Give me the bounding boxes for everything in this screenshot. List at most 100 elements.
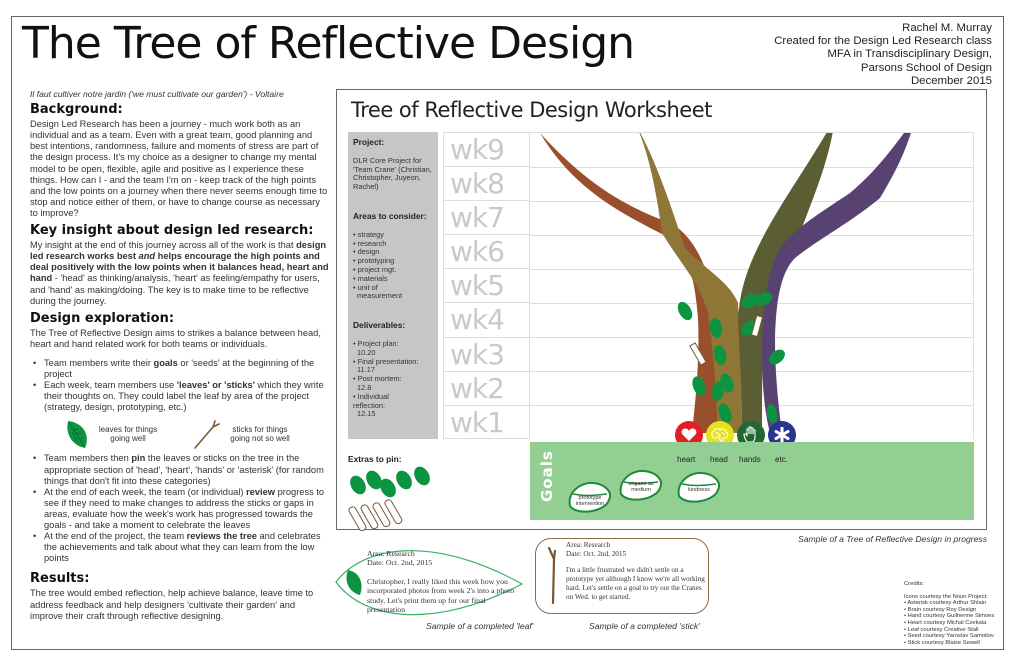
credit-item: • Leaf courtesy Creative Stall	[904, 626, 979, 633]
week-divider	[530, 201, 973, 202]
deliverable-item: 11.17	[357, 365, 375, 375]
deliverable-item: reflection:	[353, 400, 386, 410]
bullet-text: Team members then	[44, 453, 132, 464]
pinned-stick	[689, 342, 707, 366]
project-block: Project: DLR Core Project for 'Team Cran…	[353, 138, 433, 192]
insight-italic: and	[138, 251, 156, 262]
legend-stick: sticks for things going not so well	[193, 419, 295, 450]
heart-icon	[681, 428, 697, 441]
pinned-leaf	[711, 381, 725, 401]
areas-heading: Areas to consider:	[353, 210, 427, 221]
results-text: The tree would embed reflection, help ac…	[30, 588, 314, 621]
credit-item: • Stick courtesy Blaise Sewell	[904, 639, 980, 646]
week-divider	[530, 235, 973, 236]
areas-item: • unit of	[353, 282, 378, 292]
exploration-heading: Design exploration:	[30, 310, 175, 326]
extra-leaf	[366, 470, 382, 490]
sample-stick-date: Date: Oct. 2nd, 2015	[566, 550, 627, 558]
deliverable-item: • Individual	[353, 391, 389, 401]
exploration-intro: The Tree of Reflective Design aims to st…	[30, 327, 321, 349]
pinned-leaf	[713, 345, 727, 365]
goal-label: prototype intervention	[575, 495, 605, 507]
goal-seed: origami as medium	[618, 468, 664, 504]
brain-icon	[711, 428, 729, 442]
voltaire-quote: Il faut cultiver notre jardin ('we must …	[30, 89, 284, 99]
bullet-text: Each week, team members use	[44, 380, 177, 391]
extra-leaf	[414, 466, 430, 486]
list-item: Team members then pin the leaves or stic…	[30, 453, 330, 486]
extras-to-pin: Extras to pin:	[348, 454, 448, 540]
deliverable-item: • Post mortem:	[353, 374, 402, 384]
week-divider	[530, 167, 973, 168]
bullet-text: At the end of each week, the team (or in…	[44, 486, 247, 497]
tree-illustration	[540, 133, 911, 433]
credit-item: • Brain courtesy Roy Design	[904, 606, 977, 613]
hand-icon	[743, 426, 756, 443]
areas-item: • prototyping	[353, 256, 395, 266]
bullet-text: and celebrates the achievements and talk…	[44, 531, 321, 564]
list-item: Each week, team members use 'leaves' or …	[30, 380, 330, 413]
bullet-bold: review	[246, 486, 276, 497]
leaf-icon	[346, 570, 362, 595]
sample-leaf-body: Christopher, I really liked this week ho…	[367, 576, 515, 615]
pinned-leaf	[709, 318, 723, 338]
week-row-1: wk1	[450, 405, 505, 439]
goals-label: Goals	[538, 450, 556, 502]
deliverable-item: • Final presentation:	[353, 356, 419, 366]
areas-item: • project mgt.	[353, 264, 397, 274]
areas-item: • design	[353, 247, 380, 257]
insight-post: - 'head' as thinking/analysis, 'heart' a…	[30, 273, 320, 306]
deliverable-item: 12.15	[357, 409, 376, 419]
extra-stick	[360, 504, 379, 530]
pinned-stick	[750, 314, 764, 338]
seed-icon	[568, 481, 611, 513]
author-class: Created for the Design Led Research clas…	[774, 35, 992, 48]
extra-stick	[384, 499, 403, 525]
insight-heading: Key insight about design led research:	[30, 223, 314, 239]
areas-item: • materials	[353, 273, 388, 283]
poster-title: The Tree of Reflective Design	[22, 18, 635, 69]
credit-item: • Seed courtesy Yaroslav Samoilov	[904, 633, 994, 640]
tree-branch-heart	[540, 133, 718, 433]
tree-branch-hands	[738, 133, 833, 433]
bullet-bold: 'leaves' or 'sticks'	[176, 380, 255, 391]
week-row-3: wk3	[444, 338, 529, 372]
bullet-text: At the end of the project, the team	[44, 531, 187, 542]
bullet-bold: reviews the tree	[186, 531, 257, 542]
category-label-etc: etc.	[775, 455, 788, 464]
seed-icon	[677, 471, 720, 503]
leaf-icon	[67, 421, 87, 449]
category-label-head: head	[710, 455, 728, 464]
list-item: Team members write their goals or 'seeds…	[30, 358, 330, 380]
week-row-9: wk9	[444, 133, 529, 168]
sample-leaf-area: Area: Research	[367, 549, 415, 558]
insight-bold-2: helps encourage the high points and deal…	[30, 251, 329, 284]
author-date: December 2015	[910, 74, 992, 87]
author-school: Parsons School of Design	[860, 61, 992, 74]
credits: Credits: Icons courtesy the Noun Project…	[904, 581, 994, 646]
deliverables-block: Deliverables: • Project plan: 10.20 • Fi…	[353, 321, 433, 419]
pinned-leaf	[741, 294, 759, 308]
insight-text: My insight at the end of this journey ac…	[30, 240, 330, 307]
goal-label: kindness	[688, 487, 710, 493]
sample-stick-text: Area: Research Date: Oct. 2nd, 2015 I'm …	[566, 541, 706, 602]
bullet-text: or 'seeds' at the beginning of the proje…	[44, 357, 315, 380]
pinned-leaf	[769, 349, 785, 365]
project-heading: Project:	[353, 137, 385, 147]
left-column: Il faut cultiver notre jardin ('we must …	[30, 89, 330, 628]
list-item: At the end of each week, the team (or in…	[30, 487, 330, 531]
tree-area	[530, 132, 974, 449]
deliverable-item: • Project plan:	[353, 338, 399, 348]
worksheet-panel: Tree of Reflective Design Worksheet Proj…	[336, 89, 987, 532]
extra-leaf	[380, 478, 396, 498]
insight-bold-1: design led research works best	[30, 240, 327, 262]
sample-stick-caption: Sample of a completed 'stick'	[589, 621, 700, 631]
author-program: MFA in Transdisciplinary Design,	[827, 48, 992, 61]
extra-stick	[372, 502, 391, 528]
week-row-8: wk8	[444, 167, 529, 202]
extra-leaf	[396, 470, 412, 490]
pinned-leaf	[692, 376, 706, 396]
bullet-text: Team members write their	[44, 357, 154, 368]
pinned-leaf	[766, 404, 778, 424]
pinned-leaf	[755, 292, 773, 306]
